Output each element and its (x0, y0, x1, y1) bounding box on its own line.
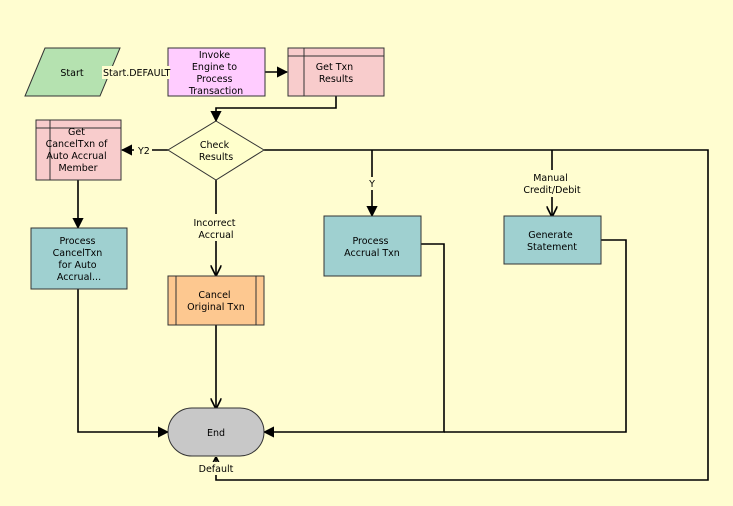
process-canceltxn-shape (30, 227, 128, 290)
manual-credit-debit-label: Manual Credit/Debit (523, 173, 581, 196)
check-results-label: Check Results (199, 140, 233, 163)
end-shape (167, 407, 265, 457)
start-default-label: Start.DEFAULT (103, 68, 171, 79)
process-canceltxn-node[interactable]: Process CancelTxn for Auto Accrual... (30, 227, 128, 290)
start-label: Start (60, 68, 83, 79)
check-results-node[interactable]: Check Results (167, 120, 265, 181)
invoke-engine-node[interactable]: Invoke Engine to Process Transaction (167, 47, 266, 97)
edge-generate-end (444, 239, 627, 433)
edge-check-default (216, 149, 709, 481)
get-txn-results-node[interactable]: Get Txn Results (287, 47, 385, 97)
generate-statement-node[interactable]: Generate Statement (503, 215, 602, 265)
start-shape (24, 47, 121, 97)
generate-statement-shape (503, 215, 602, 265)
get-txn-results-label: Get Txn Results (316, 62, 356, 85)
edge-processcancel-end (77, 289, 170, 438)
start-node[interactable]: Start (24, 47, 121, 97)
end-node[interactable]: End (167, 407, 265, 457)
process-canceltxn-label: Process CancelTxn for Auto Accrual... (53, 236, 106, 283)
invoke-engine-label: Invoke Engine to Process Transaction (188, 50, 243, 97)
check-results-shape (167, 120, 265, 181)
process-accrual-txn-shape (323, 215, 422, 277)
cancel-original-txn-node[interactable]: Cancel Original Txn (167, 275, 265, 326)
process-accrual-txn-label: Process Accrual Txn (344, 236, 400, 259)
default-label: Default (199, 464, 234, 475)
incorrect-accrual-label: Incorrect Accrual (193, 218, 238, 241)
end-label: End (207, 428, 225, 439)
invoke-engine-shape (167, 47, 266, 97)
cancel-original-txn-shape (167, 275, 265, 326)
y2-label: Y2 (137, 146, 150, 157)
process-accrual-txn-node[interactable]: Process Accrual Txn (323, 215, 422, 277)
edge-labels: Start.DEFAULT Y2 Y Incorrect Accrual Man… (102, 66, 582, 475)
edge-gettxn-check (210, 96, 337, 123)
y-label: Y (368, 179, 375, 190)
cancel-original-txn-label: Cancel Original Txn (187, 290, 245, 313)
get-canceltxn-label: Get CancelTxn of Auto Accrual Member (46, 127, 111, 174)
generate-statement-label: Generate Statement (527, 230, 577, 253)
get-canceltxn-node[interactable]: Get CancelTxn of Auto Accrual Member (35, 119, 122, 181)
edge-processaccrual-end (262, 243, 445, 438)
